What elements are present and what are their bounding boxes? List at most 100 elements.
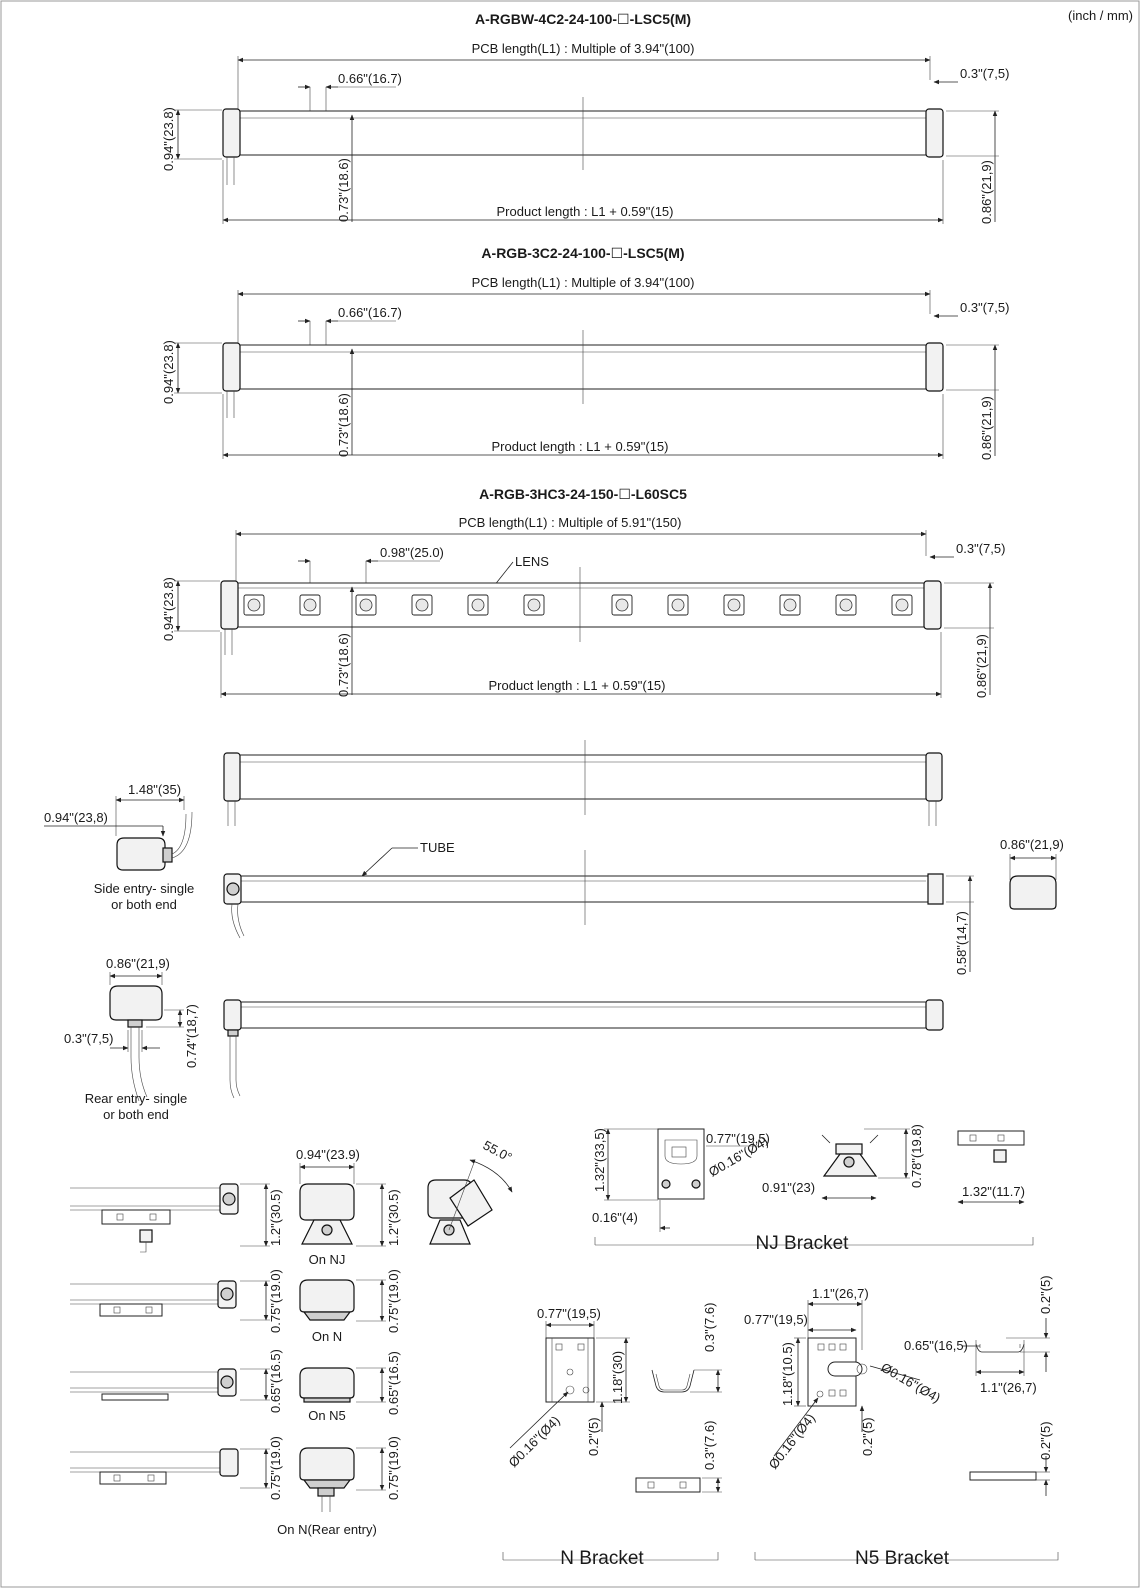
lens-label: LENS [515,554,549,569]
n5-bracket-lip: 0.2"(5) [860,1417,875,1456]
nj-bracket-plan [957,1130,1025,1146]
nr-side-cap [219,1448,239,1477]
product-3-height-cap: 0.86"(21,9) [974,634,989,698]
product-1-pcb-length: PCB length(L1) : Multiple of 3.94"(100) [472,41,695,56]
nj-width: 0.94"(23.9) [296,1147,360,1162]
led-lens [727,598,741,612]
nr-height-side: 0.75"(19.0) [268,1436,283,1500]
product-1-height-total: 0.94"(23.8) [161,107,176,171]
product-2-right-endcap [925,342,944,392]
led-lens [247,598,261,612]
product-1-pitch: 0.66"(16.7) [338,71,402,86]
n-bracket-title: N Bracket [560,1548,644,1569]
units-note: (inch / mm) [1068,8,1133,23]
product-3-height-body: 0.73"(18.6) [336,633,351,697]
n-height-side: 0.75"(19.0) [268,1269,283,1333]
side-entry-gland [162,847,173,863]
product-3-right-endcap [923,580,942,630]
product-3-height-total: 0.94"(23.8) [161,577,176,641]
n-bracket-plan [545,1337,595,1403]
rear-entry-offset: 0.3"(7,5) [64,1031,113,1046]
n-front-bracket [302,1311,352,1321]
product-2-height-body: 0.73"(18.6) [336,393,351,457]
product-3-end-gap: 0.3"(7,5) [956,541,1005,556]
product-1-height-body: 0.73"(18.6) [336,158,351,222]
product-1-product-length: Product length : L1 + 0.59"(15) [497,204,674,219]
product-3-profile: A-RGB-3HC3-24-150-☐-L60SC5 PCB length(L1… [161,486,1005,698]
product-1-left-endcap [222,108,241,158]
n-bracket-drawing: 0.77"(19,5) 1.18"(30) Ø0.16"(Ø4) 0.2"(5)… [502,1303,722,1569]
product-1-end-gap: 0.3"(7,5) [960,66,1009,81]
nr-height: 0.75"(19.0) [386,1436,401,1500]
n5-bracket-width-top: 1.1"(26,7) [812,1286,869,1301]
n5-bracket-side-offset: 0.65"(16,5) [904,1338,968,1353]
rear-entry-cap [109,985,163,1021]
n5-label: On N5 [308,1408,346,1423]
tube-right-endcap [927,873,944,905]
led-lens [783,598,797,612]
nj-height-side: 1.2"(30.5) [268,1189,283,1246]
tube-profile-body [237,875,929,903]
product-3-body [235,582,927,628]
n5-bracket-profile [975,1343,1025,1353]
rear-entry-caption-1: Rear entry- single [85,1091,188,1106]
tilt-angle: 55.0° [481,1137,515,1165]
n-bracket-profile [651,1369,695,1393]
n5-bracket-width: 0.77"(19,5) [744,1312,808,1327]
n5-bracket-drawing: 1.1"(26,7) 0.77"(19,5) 1.18"(10.5) Ø0.16… [744,1275,1059,1569]
led-lens [471,598,485,612]
n-bracket-height: 1.18"(30) [610,1351,625,1404]
product-2-profile: A-RGB-3C2-24-100-☐-LSC5(M) PCB length(L1… [161,245,1009,460]
nj-height: 1.2"(30.5) [386,1189,401,1246]
product-2-pcb-length: PCB length(L1) : Multiple of 3.94"(100) [472,275,695,290]
product-3-title: A-RGB-3HC3-24-150-☐-L60SC5 [479,486,687,502]
n-bracket-side [635,1477,701,1493]
entry-variants: 1.48"(35) 0.94"(23,8) Side entry- single… [44,740,1064,1122]
n-bracket-depth-top: 0.3"(7.6) [702,1303,717,1352]
n5-bracket-side [969,1471,1037,1481]
tube-height: 0.58"(14,7) [954,911,969,975]
rear-entry-caption-2: or both end [103,1107,169,1122]
n5-front-cap [299,1367,355,1399]
tube-side-gland [226,882,240,896]
n5-bracket-side-width: 1.1"(26,7) [980,1380,1037,1395]
nj-bracket-base-height: 0.78"(19.8) [909,1124,924,1188]
n5-bracket-depth-bottom: 0.2"(5) [1038,1421,1053,1460]
led-lens [839,598,853,612]
nj-bracket-drawing: 1.32"(33,5) 0.77"(19,5) Ø0.16"(Ø4) 0.16"… [592,1124,1034,1254]
standard-left-endcap [223,752,241,802]
detached-endcap [1009,875,1057,910]
nj-bracket-height: 1.32"(33,5) [592,1128,607,1192]
led-lens [527,598,541,612]
product-1-right-endcap [925,108,944,158]
led-lens [671,598,685,612]
n5-bracket-depth-top: 0.2"(5) [1038,1275,1053,1314]
product-1-height-cap: 0.86"(21,9) [979,160,994,224]
rear-entry-width: 0.86"(21,9) [106,956,170,971]
mounting-views: 1.2"(30.5) 0.94"(23.9) On NJ 1.2"(30.5) … [70,1137,515,1537]
nj-front-cap [299,1183,355,1221]
led-lens [303,598,317,612]
led-lens [615,598,629,612]
product-2-pitch: 0.66"(16.7) [338,305,402,320]
nj-bracket-side-width: 1.32"(11.7) [962,1184,1025,1199]
n-bracket-lip: 0.2"(5) [586,1417,601,1456]
rear-entry-gland [127,1019,143,1028]
nr-front-cap [299,1447,355,1481]
side-entry-caption-1: Side entry- single [94,881,194,896]
product-3-product-length: Product length : L1 + 0.59"(15) [489,678,666,693]
n5-bracket-hole-right: Ø0.16"(Ø4) [879,1360,944,1406]
product-2-height-total: 0.94"(23.8) [161,340,176,404]
led-chips [243,594,913,616]
product-2-title: A-RGB-3C2-24-100-☐-LSC5(M) [481,245,684,261]
side-entry-caption-2: or both end [111,897,177,912]
nr-label: On N(Rear entry) [277,1522,377,1537]
product-1-title: A-RGBW-4C2-24-100-☐-LSC5(M) [475,11,691,27]
standard-profile-body [237,754,929,800]
n-front-cap [299,1279,355,1313]
led-lens [415,598,429,612]
led-lens [895,598,909,612]
side-entry-height: 0.94"(23,8) [44,810,108,825]
